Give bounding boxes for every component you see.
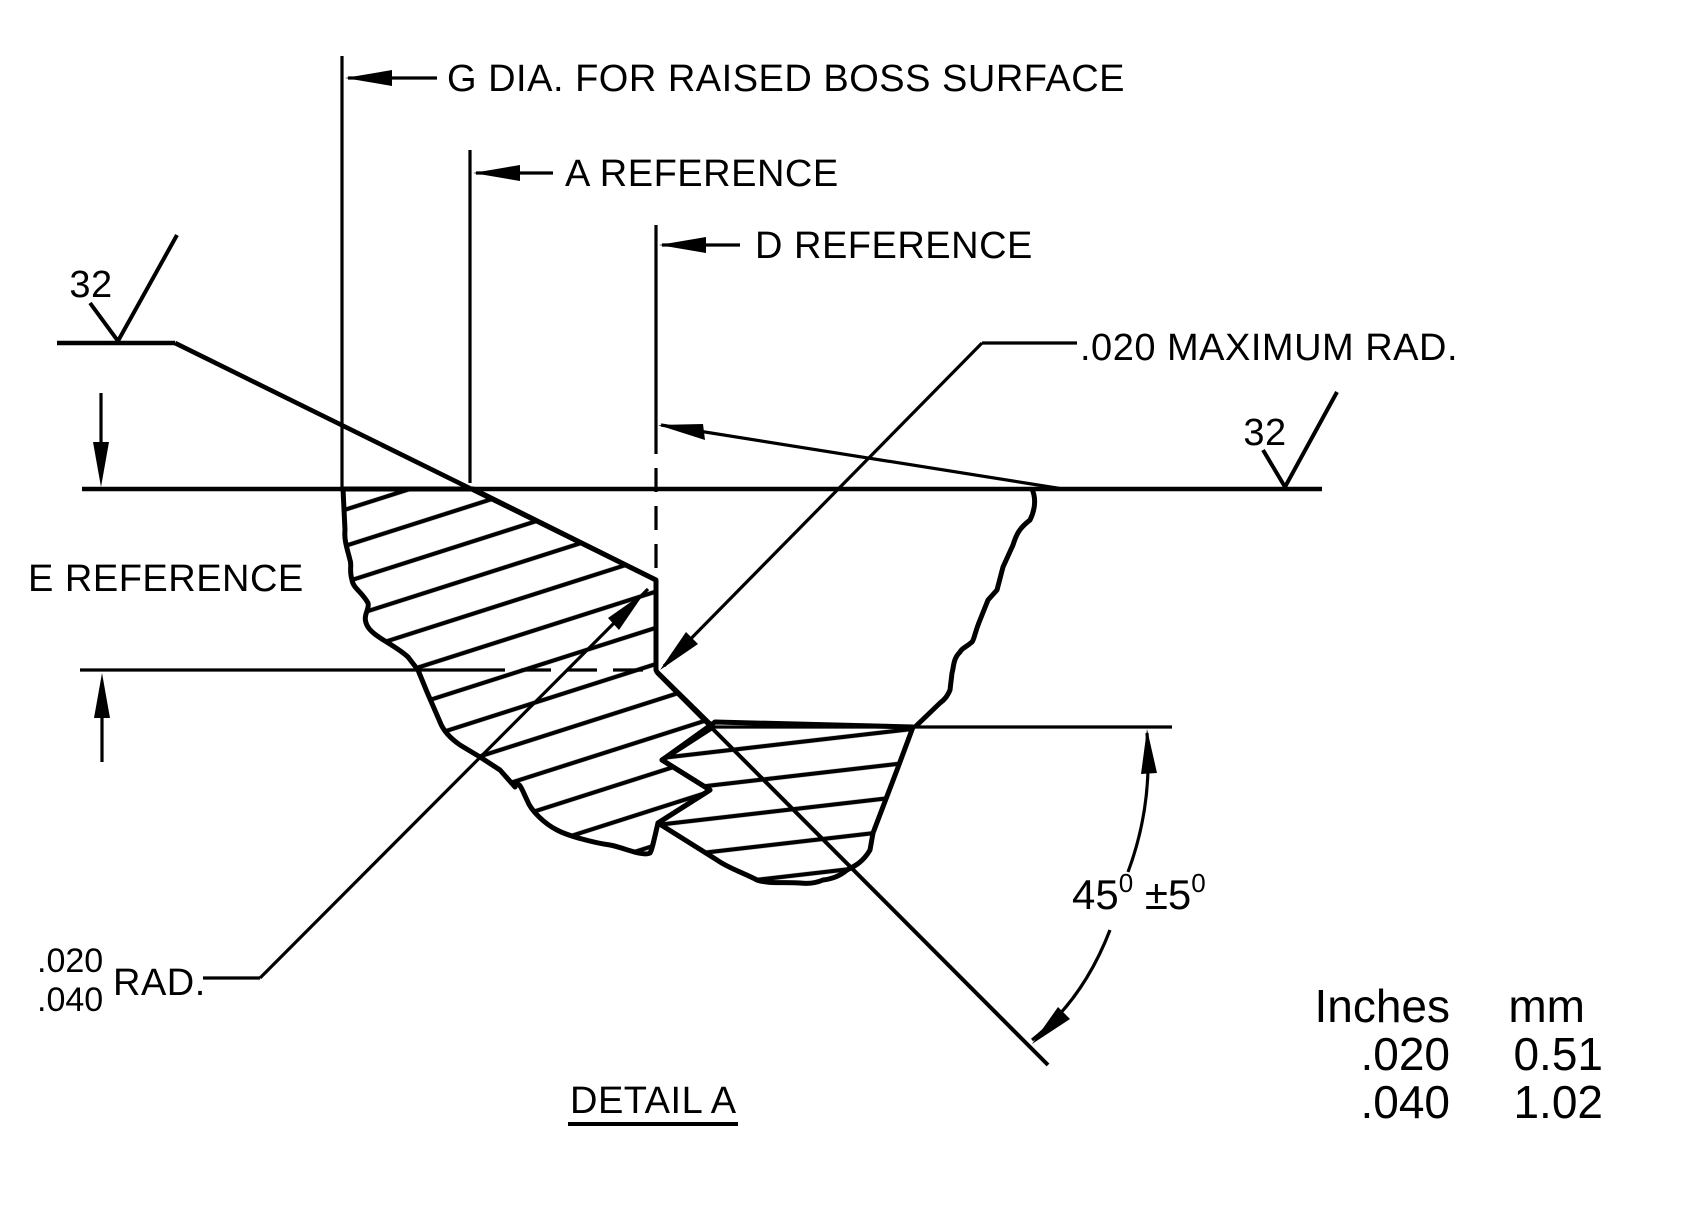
rad-leader-diagonal: [258, 587, 650, 980]
table-header-mm: mm: [1508, 980, 1585, 1032]
e-lower-arrowhead: [94, 673, 110, 718]
table-cell-mm-row2: 1.02: [1513, 1076, 1603, 1128]
angle-arc-top-arrowhead: [1141, 729, 1157, 774]
angle-value: 45: [1072, 871, 1119, 918]
table-cell-inches-row2: .040: [1360, 1076, 1450, 1128]
e-upper-arrowhead: [93, 442, 109, 487]
finish-value-right: 32: [1243, 412, 1286, 454]
g-dia-label: G DIA. FOR RAISED BOSS SURFACE: [447, 58, 1125, 100]
max-rad-label: .020 MAXIMUM RAD.: [1080, 327, 1458, 369]
angle-arc-lower: [1031, 929, 1112, 1042]
chamfer-line: [655, 671, 1050, 1067]
chamfer-angle-label: 450 ±50: [1072, 868, 1206, 918]
maxrad-leader-to-dline: [660, 423, 1064, 491]
a-reference-label: A REFERENCE: [565, 153, 839, 195]
g-arrowhead: [345, 70, 392, 86]
boss-taper-line: [173, 340, 658, 583]
angle-degree-sup: 0: [1119, 868, 1133, 898]
maxrad-leader-diagonal: [662, 341, 984, 668]
break-edge: [913, 487, 1038, 729]
labels: G DIA. FOR RAISED BOSS SURFACE A REFEREN…: [28, 58, 1603, 1128]
maxrad-arrowhead-dline: [658, 424, 705, 440]
surface-finish-symbol-left: [88, 234, 179, 345]
detail-title: DETAIL A: [570, 1080, 737, 1122]
table-cell-inches-row1: .020: [1360, 1028, 1450, 1080]
angle-tolerance-degree-sup: 0: [1191, 868, 1205, 898]
angle-tolerance: ±5: [1133, 871, 1191, 918]
d-arrowhead: [659, 237, 706, 253]
d-reference-label: D REFERENCE: [755, 225, 1033, 267]
a-arrowhead: [473, 165, 520, 181]
rad-label: RAD.: [113, 962, 206, 1004]
finish-value-left: 32: [69, 264, 112, 306]
conversion-table: Inches mm .020 0.51 .040 1.02: [1314, 980, 1603, 1128]
rad-value-top: .020: [37, 942, 103, 980]
table-header-inches: Inches: [1314, 980, 1450, 1032]
table-cell-mm-row1: 0.51: [1513, 1028, 1603, 1080]
rad-arrowhead: [608, 592, 645, 630]
e-reference-label: E REFERENCE: [28, 558, 304, 600]
surface-finish-symbol-right: [1261, 391, 1339, 492]
dimension-lines: [80, 56, 1339, 1044]
maxrad-arrowhead: [660, 632, 698, 670]
rad-value-bottom: .040: [37, 981, 103, 1019]
part-cross-section: [57, 340, 1322, 1067]
angle-arc-bottom-arrowhead: [1032, 1007, 1070, 1044]
